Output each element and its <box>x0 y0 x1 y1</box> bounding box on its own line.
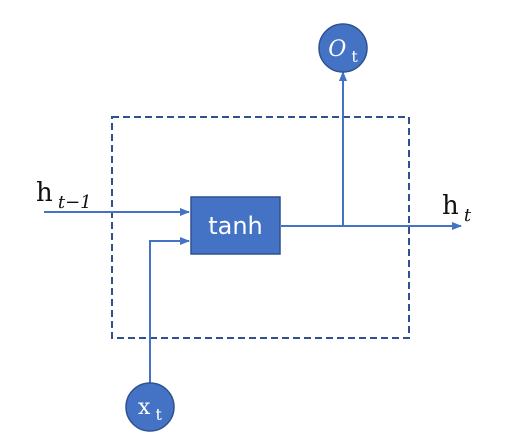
hidden-output-base: h <box>442 191 459 221</box>
o-output-subscript: t <box>351 47 358 66</box>
tanh-block <box>190 196 281 255</box>
cell-frame <box>111 116 410 339</box>
o-output-node <box>318 23 368 73</box>
x-input-subscript: t <box>156 405 163 424</box>
hidden-prev-base: h <box>36 178 53 208</box>
hidden-prev-subscript: t−1 <box>58 192 92 213</box>
hidden-output-subscript: t <box>464 205 472 226</box>
hidden-prev-label: h t−1 <box>36 178 92 213</box>
o-output-base: O <box>328 37 346 62</box>
x-input-arrow <box>149 237 190 383</box>
x-input-label: x t <box>138 395 163 424</box>
tanh-label: tanh <box>208 212 263 240</box>
x-input-base: x <box>138 395 151 420</box>
hidden-output-label: h t <box>442 191 472 226</box>
o-output-label: O t <box>328 37 358 66</box>
x-input-node <box>125 382 175 432</box>
